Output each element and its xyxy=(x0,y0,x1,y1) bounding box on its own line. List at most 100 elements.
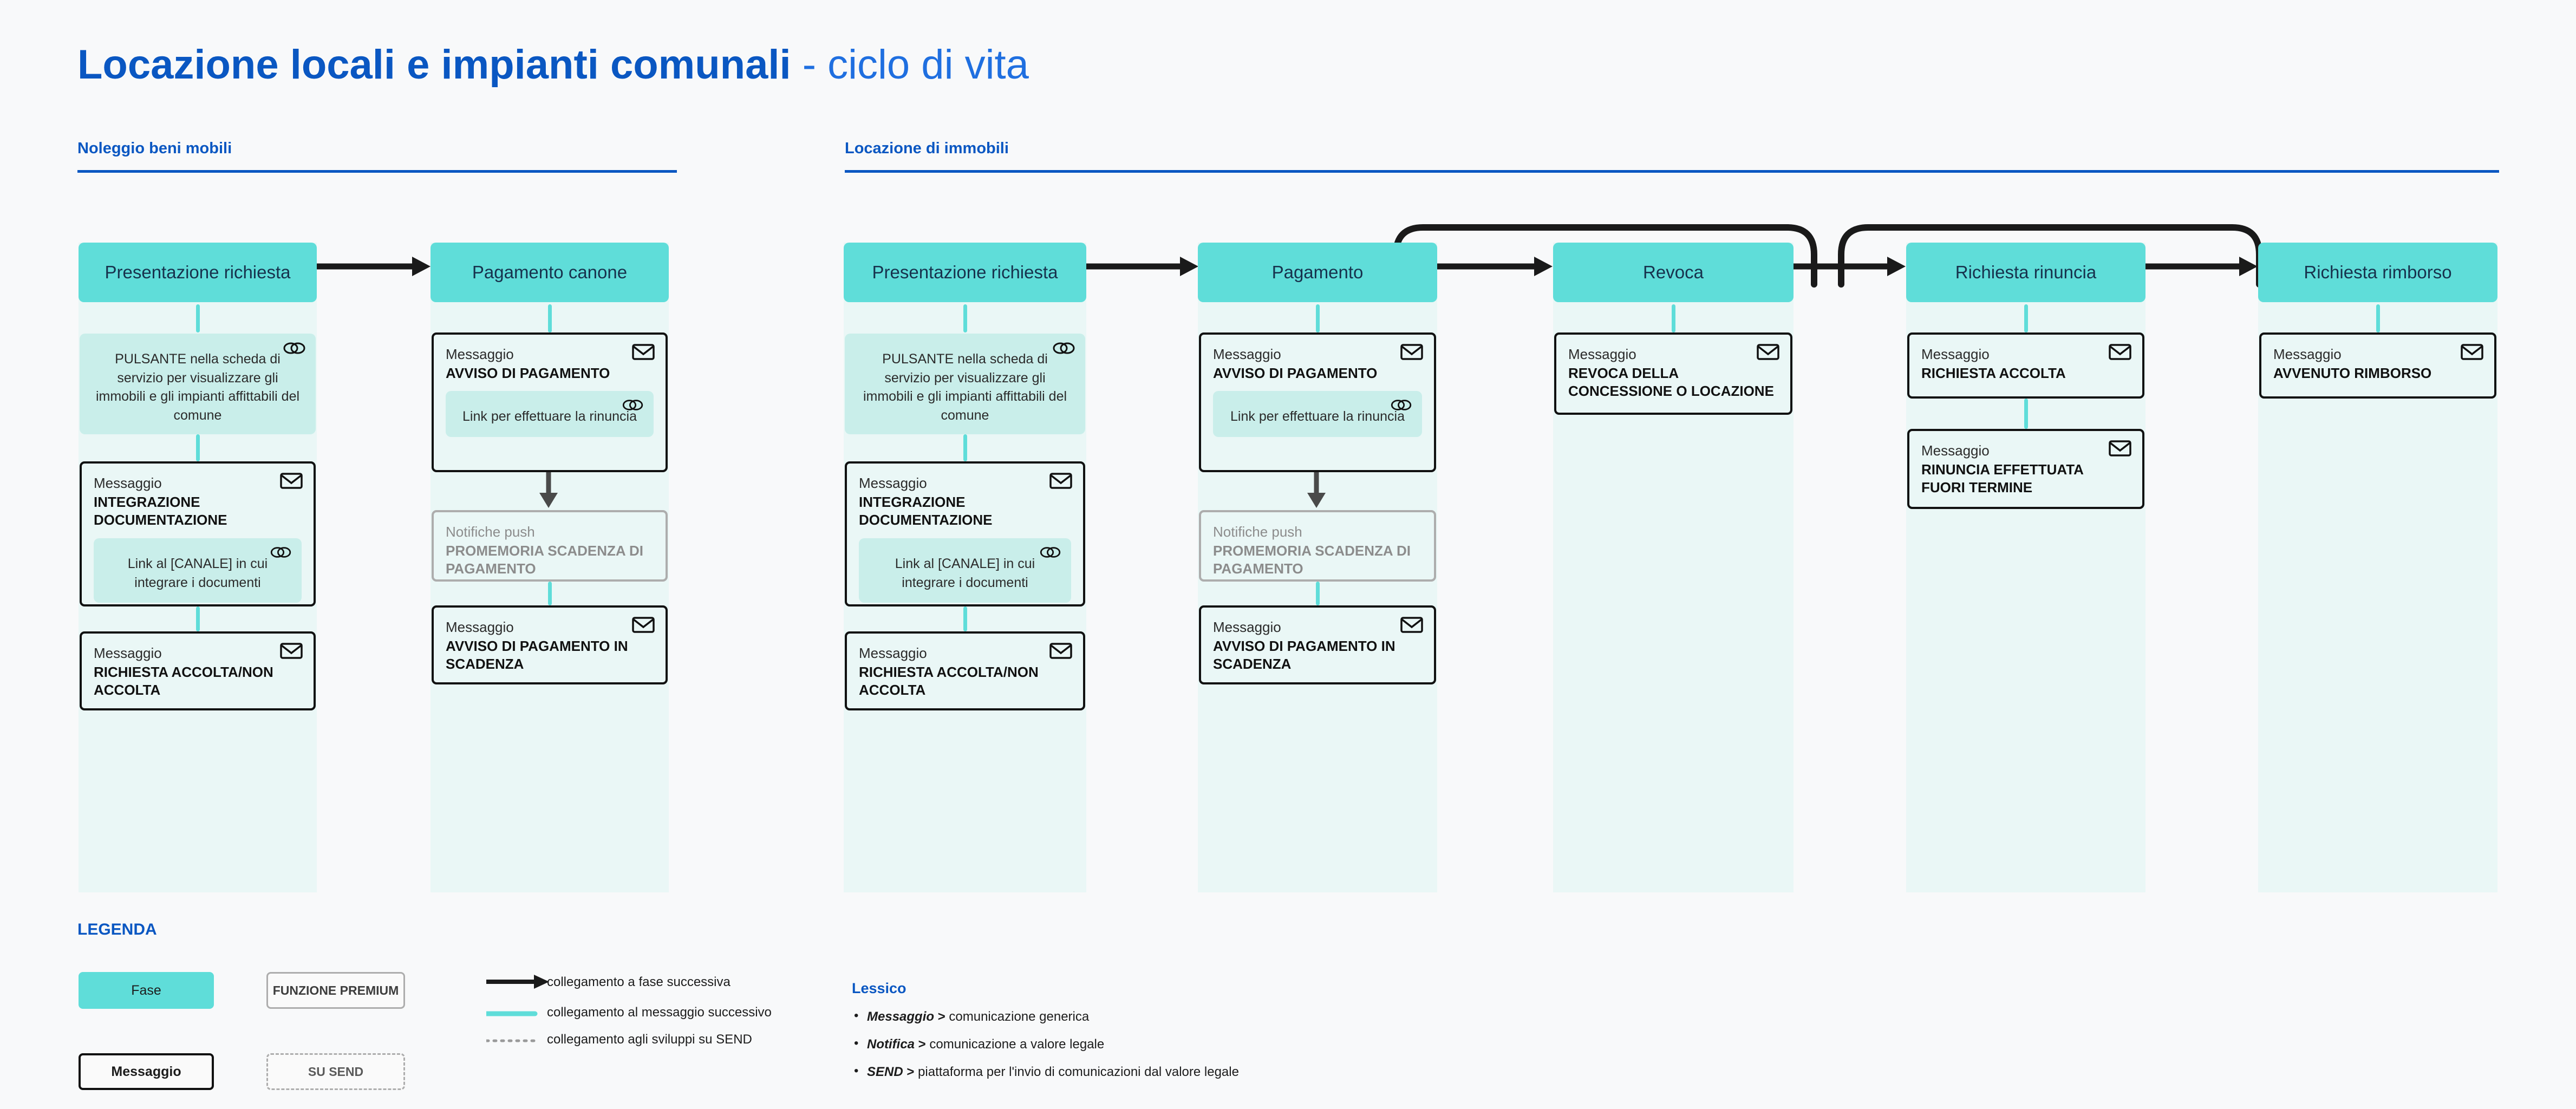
page-title-strong: Locazione locali e impianti comunali xyxy=(77,42,791,88)
link-icon xyxy=(1053,342,1075,354)
card-avvenuto-rimborso[interactable]: Messaggio AVVENUTO RIMBORSO xyxy=(2259,332,2496,399)
card-notifiche-push-promemoria-2[interactable]: Notifiche push PROMEMORIA SCADENZA DI PA… xyxy=(1199,510,1436,582)
card-revoca-concessione-locazione[interactable]: Messaggio REVOCA DELLA CONCESSIONE O LOC… xyxy=(1554,332,1792,415)
legend-label-next-message: collegamento al messaggio successivo xyxy=(547,1005,772,1020)
card-title: AVVISO DI PAGAMENTO IN SCADENZA xyxy=(1213,637,1395,673)
card-avviso-pagamento-in-scadenza-1[interactable]: Messaggio AVVISO DI PAGAMENTO IN SCADENZ… xyxy=(432,605,668,684)
card-avviso-di-pagamento-1[interactable]: Messaggio AVVISO DI PAGAMENTO Link per e… xyxy=(432,332,668,472)
lessico-title: Lessico xyxy=(852,980,907,996)
card-kind: Notifiche push xyxy=(1213,524,1302,540)
connector-line xyxy=(548,582,552,605)
arrow-phase-5-to-6 xyxy=(1794,257,1906,276)
card-kind: Messaggio xyxy=(859,475,927,491)
connector-line xyxy=(548,304,552,332)
mail-icon xyxy=(2109,344,2131,360)
page-title-light: - ciclo di vita xyxy=(791,42,1029,88)
card-richiesta-accolta[interactable]: Messaggio RICHIESTA ACCOLTA xyxy=(1907,332,2144,399)
connector-line xyxy=(963,606,967,631)
card-title: AVVISO DI PAGAMENTO IN SCADENZA xyxy=(446,637,628,673)
phase-revoca[interactable]: Revoca xyxy=(1553,243,1794,302)
section-heading-noleggio: Noleggio beni mobili xyxy=(77,140,232,157)
phase-pagamento[interactable]: Pagamento xyxy=(1198,243,1437,302)
sub-chip-text: Link per effettuare la rinuncia xyxy=(462,409,637,425)
lessico-item: SEND > piattaforma per l'invio di comuni… xyxy=(852,1065,1239,1079)
lessico-term: Messaggio xyxy=(867,1009,935,1024)
card-title: INTEGRAZIONE DOCUMENTAZIONE xyxy=(859,493,993,529)
phase-richiesta-rimborso[interactable]: Richiesta rimborso xyxy=(2258,243,2497,302)
card-notifiche-push-promemoria-1[interactable]: Notifiche push PROMEMORIA SCADENZA DI PA… xyxy=(432,510,668,582)
mail-icon xyxy=(2461,344,2483,360)
mail-icon xyxy=(1400,344,1423,360)
legend-swatch-fase: Fase xyxy=(79,972,214,1009)
mail-icon xyxy=(1049,473,1072,489)
card-title: PROMEMORIA SCADENZA DI PAGAMENTO xyxy=(1213,542,1411,577)
arrow-phase-1-to-2 xyxy=(317,257,431,276)
card-title: RICHIESTA ACCOLTA/NON ACCOLTA xyxy=(859,663,1039,699)
card-kind: Messaggio xyxy=(1568,346,1636,362)
connector-line xyxy=(2376,304,2380,332)
card-richiesta-accolta-non-accolta-2[interactable]: Messaggio RICHIESTA ACCOLTA/NON ACCOLTA xyxy=(845,631,1085,710)
mail-icon xyxy=(632,617,655,633)
card-title: REVOCA DELLA CONCESSIONE O LOCAZIONE xyxy=(1568,364,1774,400)
link-icon xyxy=(622,400,643,411)
arrow-down-to-notifiche-2 xyxy=(1307,472,1326,508)
lessico-item: Notifica > comunicazione a valore legale xyxy=(852,1037,1239,1052)
connector-line xyxy=(2024,399,2028,429)
card-kind: Messaggio xyxy=(446,346,514,362)
card-kind: Messaggio xyxy=(94,475,162,491)
phase-presentazione-richiesta-2[interactable]: Presentazione richiesta xyxy=(844,243,1086,302)
card-kind: Messaggio xyxy=(2273,346,2342,362)
connector-line xyxy=(963,434,967,461)
sub-chip-link-rinuncia-2: Link per effettuare la rinuncia xyxy=(1213,391,1422,437)
link-icon xyxy=(270,547,291,558)
card-integrazione-documentazione-1[interactable]: Messaggio INTEGRAZIONE DOCUMENTAZIONE Li… xyxy=(80,461,316,606)
lessico-term: SEND xyxy=(867,1065,903,1079)
chip-text: PULSANTE nella scheda di servizio per vi… xyxy=(863,351,1067,423)
card-rinuncia-effettuata-fuori-termine[interactable]: Messaggio RINUNCIA EFFETTUATA FUORI TERM… xyxy=(1907,429,2144,509)
lessico-list: Messaggio > comunicazione generica Notif… xyxy=(852,1009,1239,1093)
sub-chip-link-rinuncia-1: Link per effettuare la rinuncia xyxy=(446,391,654,437)
phase-presentazione-richiesta-1[interactable]: Presentazione richiesta xyxy=(79,243,317,302)
arrow-phase-6-to-7 xyxy=(2145,257,2258,276)
card-richiesta-accolta-non-accolta-1[interactable]: Messaggio RICHIESTA ACCOLTA/NON ACCOLTA xyxy=(80,631,316,710)
chip-text: PULSANTE nella scheda di servizio per vi… xyxy=(95,351,300,423)
chip-pulsante-scheda-servizio-1: PULSANTE nella scheda di servizio per vi… xyxy=(80,334,316,434)
card-avviso-pagamento-in-scadenza-2[interactable]: Messaggio AVVISO DI PAGAMENTO IN SCADENZ… xyxy=(1199,605,1436,684)
lessico-term: Notifica xyxy=(867,1037,915,1052)
card-avviso-di-pagamento-2[interactable]: Messaggio AVVISO DI PAGAMENTO Link per e… xyxy=(1199,332,1436,472)
phase-pagamento-canone[interactable]: Pagamento canone xyxy=(431,243,669,302)
connector-line xyxy=(196,606,200,631)
connector-line xyxy=(1316,582,1320,605)
card-title: AVVISO DI PAGAMENTO xyxy=(446,364,610,381)
lessico-item: Messaggio > comunicazione generica xyxy=(852,1009,1239,1024)
link-icon xyxy=(1040,547,1061,558)
card-title: RICHIESTA ACCOLTA/NON ACCOLTA xyxy=(94,663,273,699)
mail-icon xyxy=(280,473,303,489)
lessico-sep: > xyxy=(903,1065,918,1079)
legend-label-next-phase: collegamento a fase successiva xyxy=(547,975,731,989)
card-kind: Messaggio xyxy=(94,645,162,661)
section-rule-noleggio xyxy=(77,170,677,173)
legend-swatch-su-send: SU SEND xyxy=(266,1053,405,1090)
card-integrazione-documentazione-2[interactable]: Messaggio INTEGRAZIONE DOCUMENTAZIONE Li… xyxy=(845,461,1085,606)
connector-line xyxy=(196,434,200,461)
card-title: INTEGRAZIONE DOCUMENTAZIONE xyxy=(94,493,227,529)
connector-line xyxy=(196,304,200,332)
card-kind: Messaggio xyxy=(1213,619,1281,635)
connector-line xyxy=(1316,304,1320,332)
sub-chip-link-canale-2: Link al [CANALE] in cui integrare i docu… xyxy=(859,538,1071,603)
sub-chip-text: Link al [CANALE] in cui integrare i docu… xyxy=(127,556,268,590)
legend-line-send-icon xyxy=(486,1039,537,1042)
arrow-phase-3-to-4 xyxy=(1082,257,1198,276)
mail-icon xyxy=(1400,617,1423,633)
card-kind: Messaggio xyxy=(1921,346,1990,362)
mail-icon xyxy=(1049,643,1072,659)
mail-icon xyxy=(632,344,655,360)
lessico-sep: > xyxy=(934,1009,949,1024)
legend-line-next-message-icon xyxy=(486,1011,538,1016)
legend-swatch-funzione-premium: FUNZIONE PREMIUM xyxy=(266,972,405,1009)
phase-richiesta-rinuncia[interactable]: Richiesta rinuncia xyxy=(1906,243,2145,302)
card-kind: Messaggio xyxy=(446,619,514,635)
section-rule-locazione xyxy=(845,170,2499,173)
